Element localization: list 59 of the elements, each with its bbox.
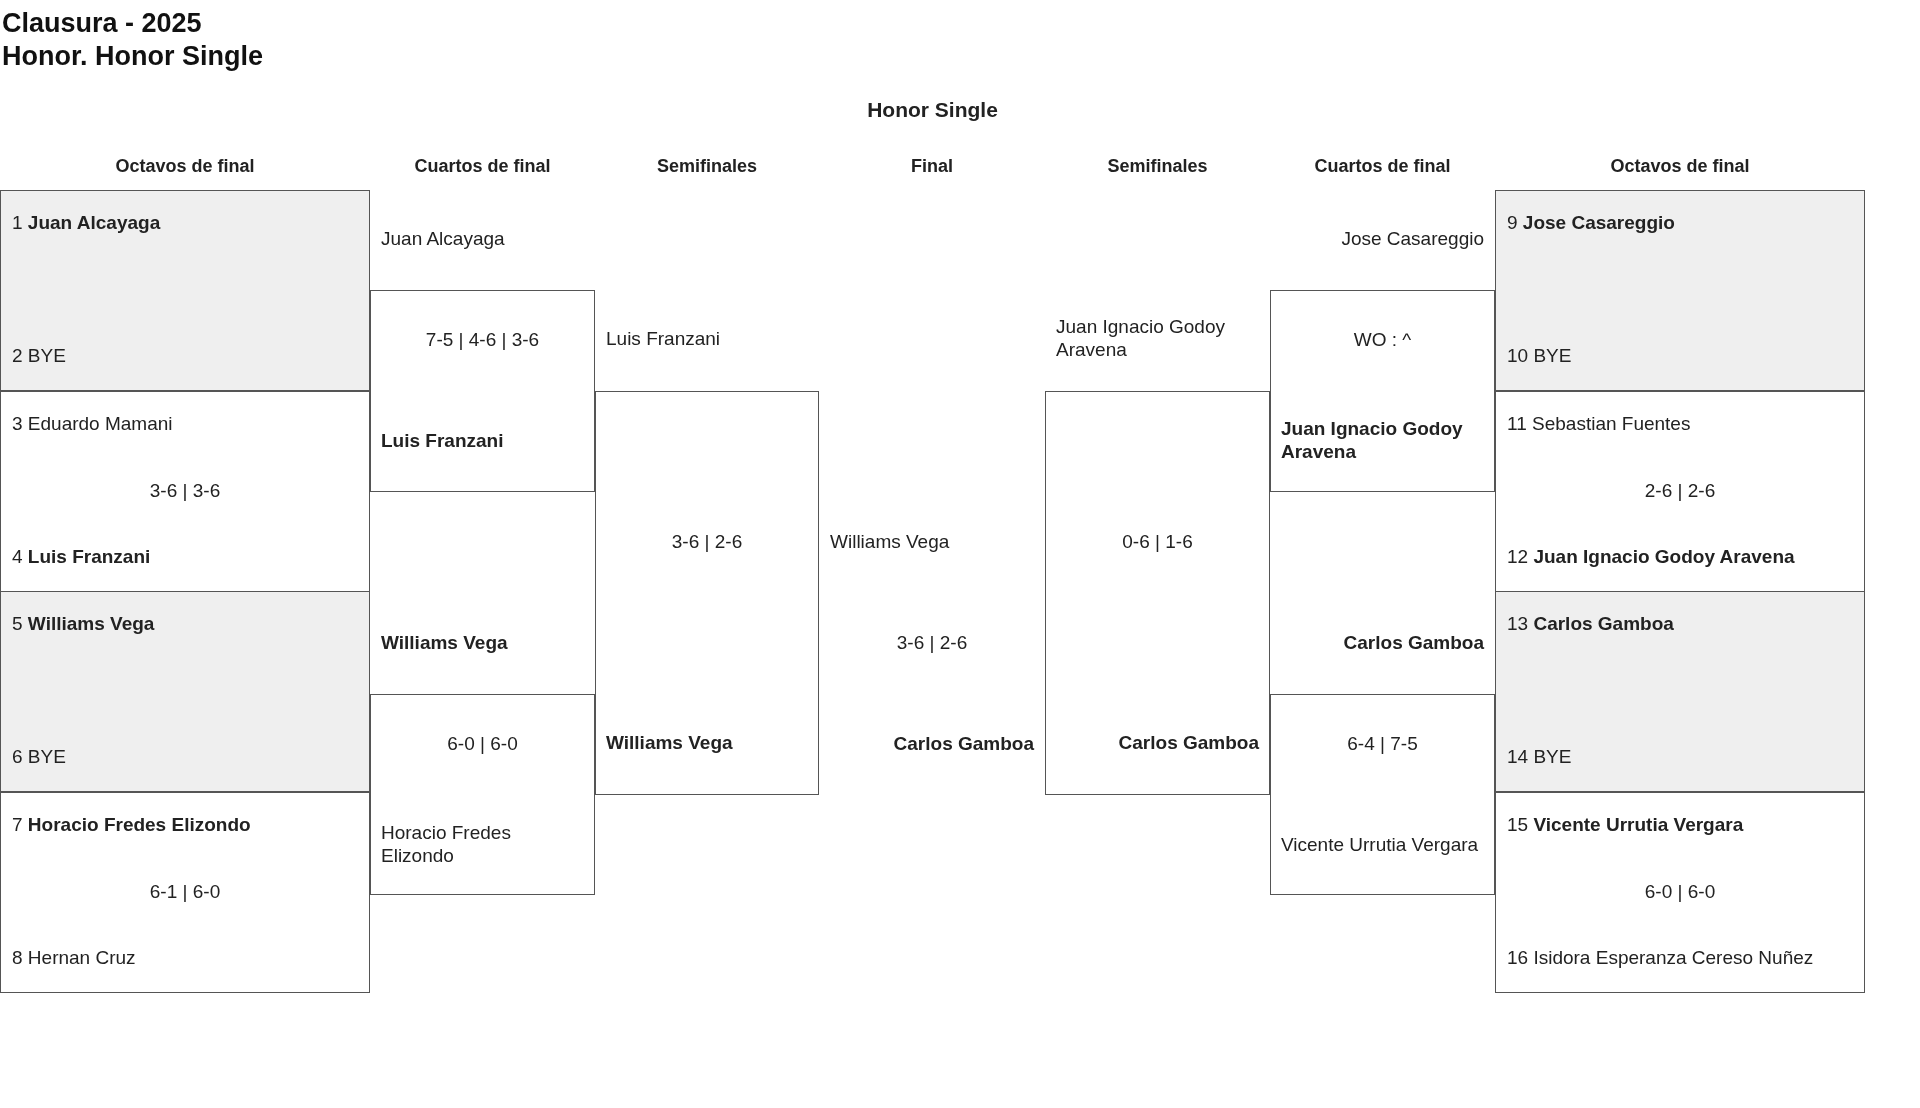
match-score: 6-1 | 6-0 [148, 880, 222, 904]
player-name: 7 Horacio Fredes Elizondo [12, 813, 252, 837]
player-name: Juan Alcayaga [381, 227, 506, 251]
match-score: 3-6 | 3-6 [148, 479, 222, 503]
round-heading: Octavos de final [114, 156, 256, 177]
player-name: Carlos Gamboa [892, 732, 1034, 756]
player-name: 9 Jose Casareggio [1507, 211, 1676, 235]
match-box [0, 591, 370, 792]
player-name: 16 Isidora Esperanza Cereso Nuñez [1507, 946, 1815, 970]
player-name: Horacio Fredes Elizondo [381, 822, 512, 868]
player-name: Juan Ignacio Godoy Aravena [1056, 316, 1226, 362]
round-heading: Cuartos de final [1313, 156, 1452, 177]
player-name: Carlos Gamboa [1342, 631, 1484, 655]
match-score: WO : ^ [1352, 328, 1413, 352]
player-name: 14 BYE [1507, 745, 1573, 769]
round-heading: Final [910, 156, 954, 177]
player-name: 15 Vicente Urrutia Vergara [1507, 813, 1745, 837]
match-score: 7-5 | 4-6 | 3-6 [424, 328, 541, 352]
round-heading: Octavos de final [1609, 156, 1751, 177]
match-score: 6-0 | 6-0 [446, 732, 519, 756]
match-score: 3-6 | 2-6 [670, 530, 744, 554]
player-name: 3 Eduardo Mamani [12, 412, 174, 436]
player-name: 8 Hernan Cruz [12, 946, 137, 970]
match-box [0, 391, 370, 592]
round-heading: Semifinales [655, 156, 758, 177]
player-name: 2 BYE [12, 344, 67, 368]
player-name: 4 Luis Franzani [12, 545, 152, 569]
round-heading: Semifinales [1106, 156, 1209, 177]
match-score: 0-6 | 1-6 [1121, 530, 1194, 554]
title: Clausura - 2025 [2, 8, 202, 39]
bracket-title: Honor Single [866, 98, 999, 122]
match-box [0, 190, 370, 391]
match-box [1495, 591, 1865, 792]
player-name: Luis Franzani [606, 327, 722, 351]
player-name: 10 BYE [1507, 344, 1573, 368]
player-name: 12 Juan Ignacio Godoy Aravena [1507, 545, 1796, 569]
player-name: Williams Vega [381, 631, 509, 655]
player-name: 5 Williams Vega [12, 612, 156, 636]
match-score: 3-6 | 2-6 [895, 631, 969, 655]
player-name: Luis Franzani [381, 429, 505, 453]
subtitle: Honor. Honor Single [2, 41, 263, 72]
player-name: Williams Vega [830, 530, 951, 554]
player-name: 11 Sebastian Fuentes [1507, 412, 1692, 436]
player-name: Juan Ignacio Godoy Aravena [1281, 418, 1464, 464]
player-name: Vicente Urrutia Vergara [1281, 833, 1480, 857]
player-name: 1 Juan Alcayaga [12, 211, 162, 235]
player-name: Williams Vega [606, 731, 734, 755]
match-score: 6-4 | 7-5 [1346, 732, 1419, 756]
match-box [1495, 792, 1865, 993]
player-name: 13 Carlos Gamboa [1507, 612, 1675, 636]
match-box [1495, 190, 1865, 391]
match-score: 2-6 | 2-6 [1643, 479, 1717, 503]
match-box [0, 792, 370, 993]
player-name: Carlos Gamboa [1117, 731, 1259, 755]
player-name: 6 BYE [12, 745, 67, 769]
round-heading: Cuartos de final [413, 156, 552, 177]
match-box [1495, 391, 1865, 592]
player-name: Jose Casareggio [1340, 227, 1484, 251]
match-score: 6-0 | 6-0 [1643, 880, 1717, 904]
